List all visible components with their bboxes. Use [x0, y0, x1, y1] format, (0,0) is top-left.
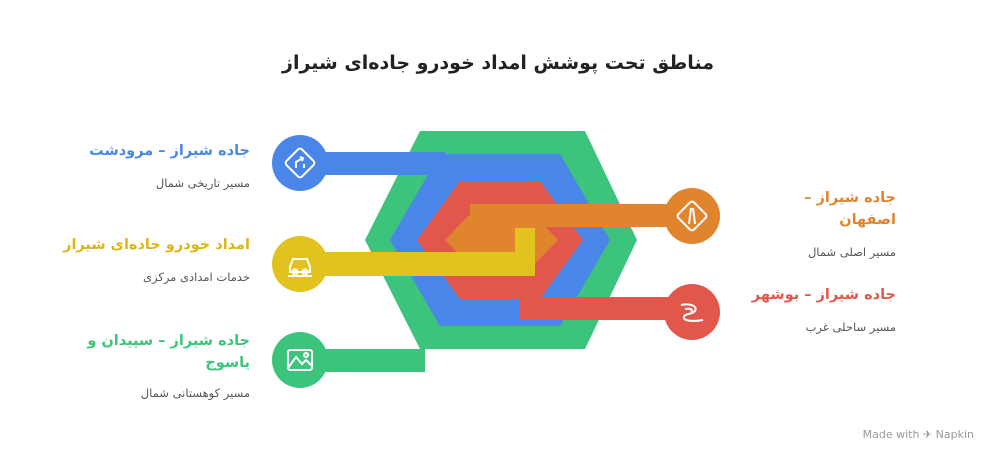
napkin-watermark[interactable]: Made with ✈ Napkin: [862, 428, 974, 441]
label-green-subtitle: مسیر کوهستانی شمال: [140, 386, 250, 400]
label-yellow: امداد خودرو جاده‌ای شیراز خدمات امدادی م…: [30, 234, 250, 284]
label-red-subtitle: مسیر ساحلی غرب: [805, 320, 896, 334]
label-orange: جاده شیراز – اصفهان مسیر اصلی شمال: [746, 187, 896, 259]
car-service-icon: [288, 258, 312, 277]
blue-connector: [300, 152, 445, 175]
label-yellow-subtitle: خدمات امدادی مرکزی: [143, 270, 250, 284]
label-red-title: جاده شیراز – بوشهر: [751, 287, 896, 303]
yellow-circle: [272, 236, 328, 292]
label-orange-subtitle: مسیر اصلی شمال: [807, 245, 896, 259]
page-title: مناطق تحت پوشش امداد خودرو جاده‌ای شیراز: [282, 52, 714, 74]
orange-connector: [470, 204, 700, 227]
straight-road-icon: [676, 200, 708, 232]
mountain-icon: [287, 349, 313, 371]
label-green-title: جاده شیراز – سپیدان و یاسوج: [87, 333, 250, 371]
yellow-connector: [300, 228, 535, 276]
red-connector: [520, 297, 700, 320]
label-yellow-title: امداد خودرو جاده‌ای شیراز: [63, 237, 250, 253]
route-arrows-icon: [284, 147, 316, 179]
green-connector: [300, 349, 425, 372]
orange-circle: [664, 188, 720, 244]
label-red: جاده شیراز – بوشهر مسیر ساحلی غرب: [746, 284, 896, 334]
label-blue-subtitle: مسیر تاریخی شمال: [155, 176, 250, 190]
label-orange-title: جاده شیراز – اصفهان: [804, 190, 896, 228]
label-green: جاده شیراز – سپیدان و یاسوج مسیر کوهستان…: [80, 330, 250, 400]
green-circle: [272, 332, 328, 388]
label-blue: جاده شیراز – مرودشت مسیر تاریخی شمال: [30, 140, 250, 190]
blue-circle: [272, 135, 328, 191]
label-blue-title: جاده شیراز – مرودشت: [89, 143, 250, 159]
curvy-road-icon: [680, 303, 704, 322]
